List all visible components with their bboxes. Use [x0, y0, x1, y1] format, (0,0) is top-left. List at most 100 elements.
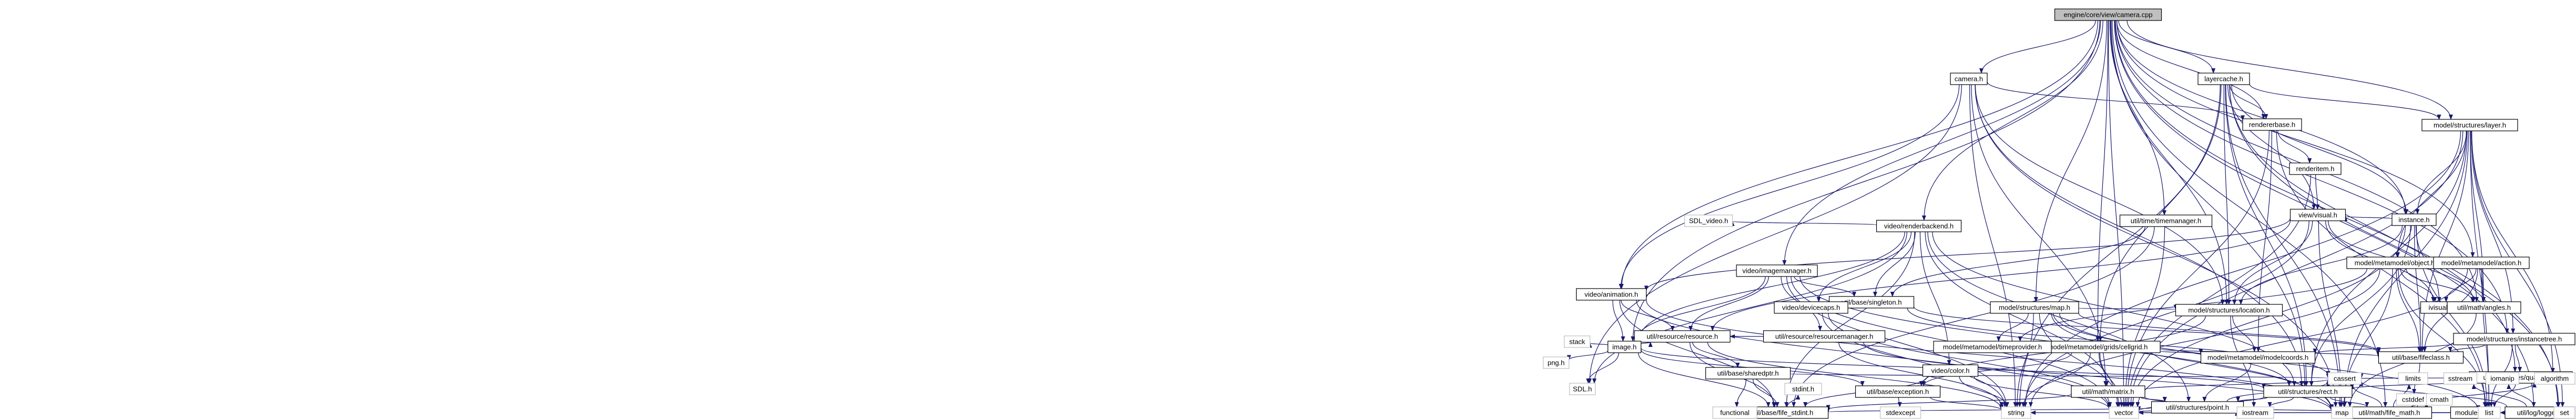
node-fife-math-h[interactable]: util/math/fife_math.h: [2346, 406, 2432, 419]
node-stdexcept: stdexcept: [1879, 406, 1921, 419]
node-object-h[interactable]: model/metamodel/object.h: [2346, 257, 2443, 269]
node-rendererbase-h[interactable]: rendererbase.h: [2242, 118, 2302, 131]
node-label: model/structures/map.h: [1999, 303, 2070, 311]
node-box: [1922, 364, 1979, 377]
edge-root-to-fife-math-h: [2112, 20, 2388, 407]
edge-line: [2160, 349, 2203, 354]
edge-rect-h-to-fife-math-h: [2330, 397, 2369, 407]
edge-line: [2021, 352, 2091, 407]
node-label: util/base/sharedptr.h: [1717, 369, 1778, 377]
node-rect-h[interactable]: util/structures/rect.h: [2263, 385, 2353, 398]
node-layer-h[interactable]: model/structures/layer.h: [2421, 119, 2518, 131]
edge-line: [2115, 20, 2479, 302]
edge-layer-h-to-object-h: [2396, 130, 2467, 258]
edge-renderbackend-h-to-singleton-h: [1873, 231, 1916, 297]
node-fife-stdint-h[interactable]: util/base/fife_stdint.h: [1735, 406, 1829, 419]
edge-instance-h-to-location-h: [2238, 225, 2403, 305]
node-label: video/imagemanager.h: [1742, 267, 1812, 274]
edge-line: [2229, 84, 2518, 372]
edge-line: [2267, 397, 2294, 407]
node-visual-h[interactable]: view/visual.h: [2289, 209, 2346, 221]
edge-renderitem-h-to-vector: [2126, 174, 2311, 407]
node-fifeclass-h[interactable]: util/base/fifeclass.h: [2378, 351, 2464, 364]
node-cstddef: cstddef: [2396, 393, 2430, 406]
edge-line: [2315, 174, 2320, 210]
edge-rendererbase-h-to-vector: [2124, 130, 2270, 407]
node-location-h[interactable]: model/structures/location.h: [2175, 304, 2283, 316]
node-matrix-h[interactable]: util/math/matrix.h: [2071, 385, 2145, 398]
node-imagemanager-h[interactable]: video/imagemanager.h: [1736, 264, 1818, 277]
node-camera-h[interactable]: camera.h: [1950, 73, 1988, 85]
node-label: instance.h: [2398, 216, 2429, 223]
node-label: cmath: [2430, 395, 2448, 403]
edge-line: [2116, 20, 2475, 258]
edge-line: [2098, 84, 2222, 342]
node-devicecaps-h[interactable]: video/devicecaps.h: [1774, 301, 1848, 314]
node-stdint-h: stdint.h: [1784, 383, 1822, 395]
node-box: [2175, 304, 2283, 316]
node-cellgrid-h[interactable]: model/metamodel/grids/cellgrid.h: [2035, 341, 2161, 353]
node-root[interactable]: engine/core/view/camera.cpp: [2054, 8, 2162, 21]
node-point-h[interactable]: util/structures/point.h: [2151, 401, 2244, 414]
node-color-h[interactable]: video/color.h: [1922, 364, 1979, 377]
edge-imagemanager-h-to-singleton-h: [1794, 276, 1856, 297]
edge-line: [1959, 376, 2009, 407]
edge-line: [2095, 20, 2109, 342]
edge-root-to-cellgrid-h: [2095, 20, 2109, 342]
edge-line: [2444, 268, 2477, 302]
edge-instance-h-to-fifeclass-h: [2414, 225, 2423, 352]
edge-line: [1636, 231, 1905, 342]
node-layer: engine/core/view/camera.cpp camera.h layer…: [1542, 8, 2575, 419]
node-coords-h[interactable]: model/metamodel/modelcoords.h: [2200, 351, 2316, 364]
node-label: SDL.h: [1573, 385, 1592, 393]
node-instance-h[interactable]: instance.h: [2391, 213, 2437, 226]
node-sharedptr-h[interactable]: util/base/sharedptr.h: [1705, 367, 1791, 380]
edge-line: [2126, 174, 2311, 407]
edge-line: [1996, 313, 2029, 342]
node-timeprovider-h[interactable]: model/metamodel/timeprovider.h: [1933, 341, 2052, 353]
edge-root-to-vector: [2108, 20, 2126, 407]
node-label: list: [2485, 408, 2493, 416]
edge-line: [2033, 20, 2107, 302]
node-label: model/metamodel/grids/cellgrid.h: [2048, 343, 2148, 351]
node-set: set: [2553, 406, 2575, 419]
edge-line: [1826, 393, 2072, 411]
node-animation-h[interactable]: video/animation.h: [1576, 288, 1647, 301]
edge-line: [1692, 342, 1740, 368]
node-label: model/structures/location.h: [2188, 306, 2270, 314]
edge-layer-h-to-angles-h: [2470, 130, 2486, 302]
node-box: [1569, 383, 1596, 395]
node-label: camera.h: [1955, 75, 1983, 83]
edge-root-to-angles-h: [2115, 20, 2479, 302]
edge-renderbackend-h-to-SDL-h: [1592, 231, 1907, 384]
node-timemanager-h[interactable]: util/time/timemanager.h: [2119, 214, 2213, 227]
node-box: [1705, 367, 1791, 380]
node-resourcemanager-h[interactable]: util/resource/resourcemanager.h: [1763, 330, 1886, 343]
node-layercache-h[interactable]: layercache.h: [2197, 73, 2250, 85]
node-box: [2236, 406, 2274, 419]
edge-layer-h-to-algorithm: [2471, 130, 2555, 373]
node-renderbackend-h[interactable]: video/renderbackend.h: [1876, 220, 1962, 232]
edge-animation-h-to-fife-stdint-h: [1619, 300, 1776, 407]
node-box: [1763, 330, 1886, 343]
node-label: model/metamodel/action.h: [2441, 259, 2521, 267]
edge-line: [2225, 84, 2343, 407]
node-label: SDL_video.h: [1689, 217, 1728, 224]
node-map: map: [2331, 406, 2353, 419]
node-instancetree-h[interactable]: model/structures/instancetree.h: [2453, 333, 2575, 345]
edge-resource-h-to-sharedptr-h: [1692, 342, 1740, 368]
node-box: [1684, 214, 1733, 227]
node-angles-h[interactable]: util/math/angles.h: [2447, 301, 2521, 314]
node-label: png.h: [1548, 358, 1565, 366]
node-resource-h[interactable]: util/resource/resource.h: [1634, 330, 1731, 343]
node-map-h[interactable]: model/structures/map.h: [1990, 301, 2079, 314]
node-action-h[interactable]: model/metamodel/action.h: [2433, 257, 2530, 269]
node-exception-h[interactable]: util/base/exception.h: [1855, 385, 1941, 398]
node-box: [1712, 406, 1757, 419]
edge-line: [1734, 378, 1746, 407]
edge-line: [2492, 383, 2516, 407]
node-box: [2327, 372, 2362, 385]
edge-root-to-animation-h: [1619, 20, 2099, 289]
node-image-h[interactable]: image.h: [1607, 341, 1642, 353]
node-renderitem-h[interactable]: renderitem.h: [2289, 162, 2342, 175]
